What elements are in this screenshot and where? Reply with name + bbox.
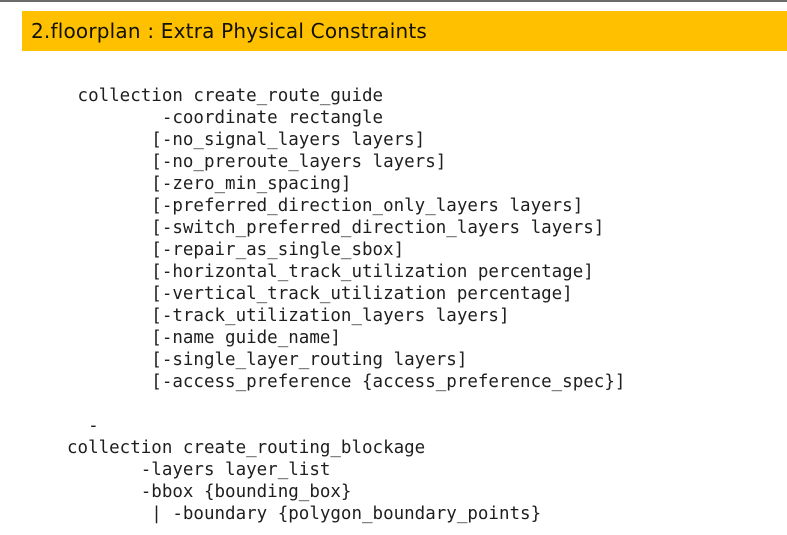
code-line-access-preference: [-access_preference {access_preference_s… [67, 372, 626, 392]
slide-title-bar: 2.floorplan : Extra Physical Constraints [22, 11, 787, 51]
code-line-horizontal-track-utilization: [-horizontal_track_utilization percentag… [67, 262, 594, 282]
command-syntax-block: collection create_route_guide -coordinat… [67, 85, 625, 525]
slide-title: 2.floorplan : Extra Physical Constraints [31, 19, 427, 43]
code-line-dash: - [67, 416, 99, 436]
code-line-repair-as-single-sbox: [-repair_as_single_sbox] [67, 240, 405, 260]
code-line-collection-create-routing-blockage: collection create_routing_blockage [67, 438, 426, 458]
code-line-track-utilization-layers: [-track_utilization_layers layers] [67, 306, 510, 326]
code-line-vertical-track-utilization: [-vertical_track_utilization percentage] [67, 284, 573, 304]
code-line-coordinate: -coordinate rectangle [67, 108, 384, 128]
top-divider [0, 0, 787, 2]
code-line-preferred-direction-only-layers: [-preferred_direction_only_layers layers… [67, 196, 584, 216]
code-line-no-signal-layers: [-no_signal_layers layers] [67, 130, 426, 150]
code-line-name-guide-name: [-name guide_name] [67, 328, 341, 348]
code-line-bbox-bounding-box: -bbox {bounding_box} [67, 482, 352, 502]
code-line-switch-preferred-direction-layers: [-switch_preferred_direction_layers laye… [67, 218, 605, 238]
code-line-layers-layer-list: -layers layer_list [67, 460, 331, 480]
code-line-no-preroute-layers: [-no_preroute_layers layers] [67, 152, 447, 172]
code-line-zero-min-spacing: [-zero_min_spacing] [67, 174, 352, 194]
code-line-boundary-polygon-points: | -boundary {polygon_boundary_points} [67, 504, 542, 524]
code-line-collection-create-route-guide: collection create_route_guide [67, 86, 384, 106]
code-line-single-layer-routing: [-single_layer_routing layers] [67, 350, 468, 370]
code-line-blank [67, 393, 625, 415]
